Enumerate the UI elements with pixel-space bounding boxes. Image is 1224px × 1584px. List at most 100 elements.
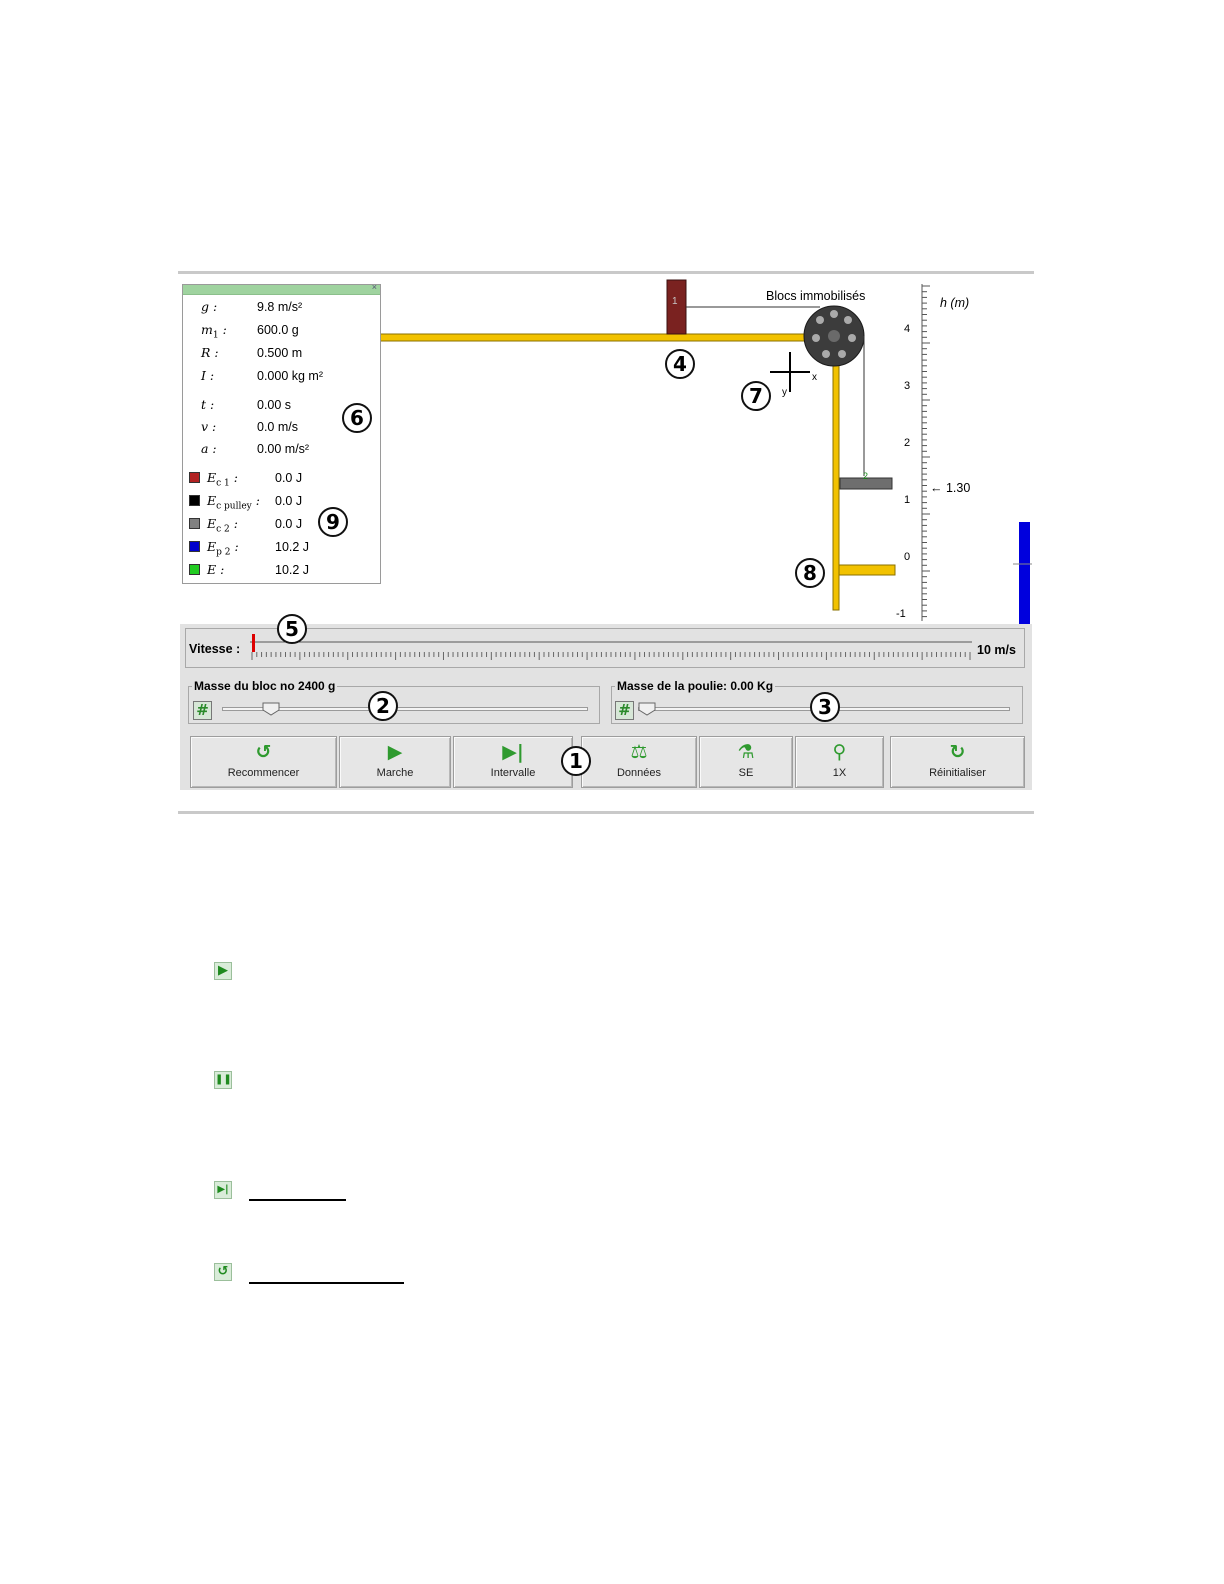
ruler-tick-2: 2: [904, 437, 911, 449]
energy-value: 0.0 J: [275, 517, 303, 531]
data-symbol: v :: [201, 419, 217, 434]
data-row: I : 0.000 kg m²: [183, 366, 378, 386]
data-button-label: Données: [616, 767, 662, 779]
se-button[interactable]: ⚗ SE: [699, 736, 793, 788]
energy-swatch: [189, 564, 200, 575]
ruler-tick-minus1: -1: [896, 608, 906, 620]
marker-5: 5: [277, 614, 307, 644]
data-symbol: m1 :: [201, 322, 227, 341]
play-button[interactable]: ▶ Marche: [339, 736, 451, 788]
axes-icon: [770, 352, 810, 392]
play-icon: ▶: [387, 741, 403, 763]
block-mass-label: Masse du bloc no 2400 g: [192, 679, 338, 693]
energy-symbol: Ep 2 :: [207, 539, 239, 558]
ruler-title-text: h (m): [940, 296, 970, 310]
marker-3: 3: [810, 692, 840, 722]
table-surface: [379, 333, 837, 342]
potential-energy-bar: [1019, 522, 1030, 624]
step-underline: [249, 1199, 346, 1201]
reset-button[interactable]: ↻ Réinitialiser: [890, 736, 1025, 788]
ruler-tick-1: 1: [904, 494, 911, 506]
step-icon-legend: ▶|: [214, 1181, 232, 1199]
speed-marker[interactable]: [252, 634, 255, 652]
energy-value: 10.2 J: [275, 540, 310, 554]
block-2-label: 2: [863, 471, 869, 481]
pause-icon-legend: ❚❚: [214, 1071, 232, 1089]
block-1[interactable]: [666, 279, 687, 335]
energy-row: Ec pulley : 0.0 J: [183, 491, 378, 512]
simulation-window: Blocs immobilisés 1 2 h (m) x y ← 1.30 4…: [180, 276, 1032, 790]
data-value: 0.500 m: [257, 346, 303, 360]
close-icon[interactable]: ×: [371, 282, 377, 292]
data-button[interactable]: ⚖ Données: [581, 736, 697, 788]
top-divider: [178, 271, 1034, 274]
data-symbol: I :: [201, 368, 215, 383]
energy-swatch: [189, 518, 200, 529]
marker-2: 2: [368, 691, 398, 721]
data-symbol: a :: [201, 441, 217, 456]
data-row: t :0.00 s: [183, 395, 378, 415]
zoom-button-label: 1X: [832, 767, 847, 779]
scene-drawing: [379, 279, 1032, 624]
speed-group: [185, 628, 1025, 668]
energy-value: 0.0 J: [275, 471, 303, 485]
blocks-immobilized-label: Blocs immobilisés: [766, 289, 866, 303]
zoom-button[interactable]: ⚲ 1X: [795, 736, 884, 788]
restart-icon: ↺: [255, 741, 272, 763]
speed-label: Vitesse :: [189, 642, 241, 656]
reset-icon: ↻: [949, 741, 966, 763]
bottom-divider: [178, 811, 1034, 814]
data-row: R : 0.500 m: [183, 343, 378, 363]
energy-row: Ec 2 : 0.0 J: [183, 514, 378, 535]
energy-symbol: Ec 1 :: [207, 470, 238, 489]
block-1-label: 1: [672, 296, 678, 307]
energy-symbol: E :: [207, 562, 225, 577]
block-mass-slider-track[interactable]: [222, 707, 588, 711]
data-row: g : 9.8 m/s²: [183, 297, 378, 317]
step-button[interactable]: ▶| Intervalle: [453, 736, 573, 788]
marker-8: 8: [795, 558, 825, 588]
play-button-label: Marche: [376, 767, 414, 779]
pulley-mass-numeric-toggle[interactable]: #: [615, 701, 634, 720]
energy-row: Ec 1 : 0.0 J: [183, 468, 378, 489]
ruler-tick-4: 4: [904, 323, 911, 335]
energy-row: Ep 2 : 10.2 J: [183, 537, 378, 558]
reset-button-label: Réinitialiser: [929, 767, 986, 779]
energy-value: 0.0 J: [275, 494, 303, 508]
se-button-label: SE: [738, 767, 754, 779]
pulley-mass-slider-thumb[interactable]: [638, 702, 656, 716]
data-value: 0.000 kg m²: [257, 369, 324, 383]
ruler-tick-3: 3: [904, 380, 911, 392]
block-mass-slider-thumb[interactable]: [262, 702, 280, 716]
data-value: 0.00 s: [257, 398, 292, 412]
speed-slider[interactable]: [250, 632, 976, 664]
data-value: 9.8 m/s²: [257, 300, 303, 314]
energy-row: E :10.2 J: [183, 560, 378, 580]
data-icon: ⚖: [630, 741, 648, 763]
speed-max-label: 10 m/s: [977, 643, 1016, 657]
energy-symbol: Ec pulley :: [207, 493, 260, 512]
data-row: v :0.0 m/s: [183, 417, 378, 437]
height-marker: ← 1.30: [930, 481, 971, 495]
play-icon-legend: ▶: [214, 962, 232, 980]
table-leg: [832, 337, 840, 611]
data-panel-titlebar[interactable]: ×: [183, 282, 380, 295]
marker-6: 6: [342, 403, 372, 433]
block-mass-numeric-toggle[interactable]: #: [193, 701, 212, 720]
data-symbol: g :: [201, 299, 218, 314]
data-value: 0.00 m/s²: [257, 442, 310, 456]
data-symbol: R :: [201, 345, 219, 360]
restart-icon-legend: ↺: [214, 1263, 232, 1281]
marker-9: 9: [318, 507, 348, 537]
zoom-icon: ⚲: [832, 741, 847, 763]
block-2[interactable]: [839, 477, 893, 490]
ruler-tick-0: 0: [904, 551, 911, 563]
pulley-mass-group: [611, 686, 1023, 724]
data-row: a : 0.00 m/s²: [183, 439, 378, 459]
energy-symbol: Ec 2 :: [207, 516, 238, 535]
marker-1: 1: [561, 746, 591, 776]
pulley-mass-label: Masse de la poulie: 0.00 Kg: [615, 679, 776, 693]
restart-button[interactable]: ↺ Recommencer: [190, 736, 337, 788]
step-button-label: Intervalle: [490, 767, 536, 779]
